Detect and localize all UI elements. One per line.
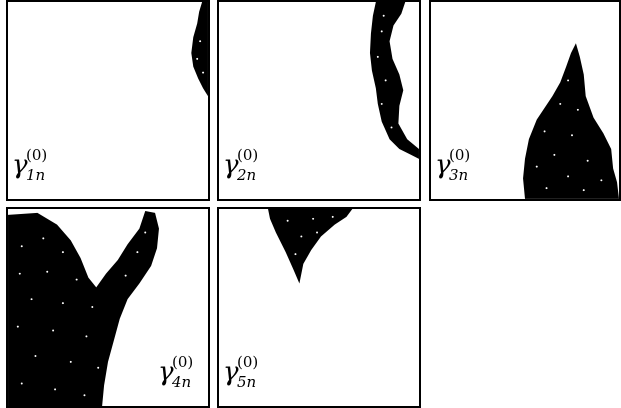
black-region-shape [8,210,159,406]
panel-label: γ (0) 4n [158,353,194,391]
panel-label: γ (0) 1n [12,146,48,184]
black-region-shape [191,2,208,97]
panel-gamma-2n: γ (0) 2n [217,0,421,201]
panel-gamma-1n: γ (0) 1n [6,0,210,201]
panel-gamma-4n: γ (0) 4n [6,207,210,408]
panel-gamma-3n: γ (0) 3n [429,0,621,201]
panel-label: γ (0) 2n [223,146,259,184]
panel-label: γ (0) 5n [223,353,259,391]
panel-label: γ (0) 3n [435,146,471,184]
black-region-shape [523,43,619,199]
black-region-shape [268,209,353,284]
black-region-shape [369,2,419,159]
panel-gamma-5n: γ (0) 5n [217,207,421,408]
